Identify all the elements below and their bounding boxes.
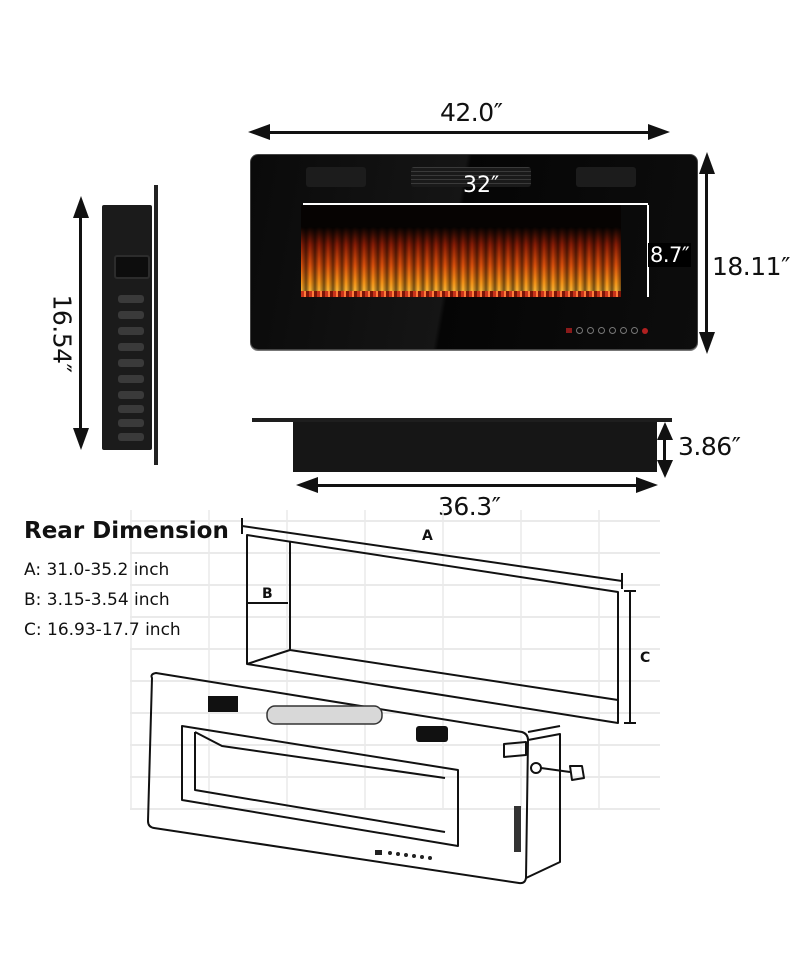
fireplace-front-panel: 32″	[250, 154, 698, 350]
vent-slot	[118, 359, 144, 367]
arrow-up-icon	[73, 196, 89, 218]
value-c: 16.93-17.7 inch	[47, 620, 181, 640]
depth-arrow	[663, 440, 666, 460]
arrow-right-icon	[636, 477, 658, 493]
power-button-icon	[642, 327, 648, 334]
key-c: C:	[24, 620, 42, 640]
button-icon	[587, 327, 594, 334]
rear-dimension-a: A: 31.0-35.2 inch	[24, 560, 169, 580]
value-b: 3.15-3.54 inch	[46, 590, 170, 610]
label-a: A	[422, 528, 433, 544]
display-icon	[566, 328, 572, 333]
rear-dimension-title: Rear Dimension	[24, 518, 229, 544]
top-glass-edge	[252, 418, 672, 422]
right-vent	[576, 167, 636, 187]
vent-slot	[118, 419, 144, 427]
button-icon	[598, 327, 605, 334]
button-icon	[631, 327, 638, 334]
arrow-up-icon	[657, 422, 673, 440]
arrow-left-icon	[248, 124, 270, 140]
center-vent	[411, 167, 531, 187]
vent-slot	[118, 391, 144, 399]
rear-dimension-b: B: 3.15-3.54 inch	[24, 590, 170, 610]
control-buttons-icon	[375, 850, 432, 860]
key-b: B:	[24, 590, 42, 610]
depth-label: 3.86″	[678, 432, 741, 461]
flames	[301, 227, 621, 297]
ember-bed	[301, 291, 621, 297]
overall-height-label: 18.11″	[712, 252, 790, 281]
vent-slot	[118, 311, 144, 319]
arrow-up-icon	[699, 152, 715, 174]
arrow-left-icon	[296, 477, 318, 493]
side-height-arrow	[79, 218, 82, 428]
arrow-down-icon	[73, 428, 89, 450]
button-icon	[576, 327, 583, 334]
handle-recess	[114, 255, 150, 279]
key-a: A:	[24, 560, 42, 580]
vent-slot	[118, 433, 144, 441]
heater-vent-icon	[266, 705, 383, 725]
recess-installation-diagram: A B C	[147, 518, 650, 885]
side-body	[102, 205, 152, 450]
wall-plate	[154, 185, 158, 465]
body-width-arrow	[318, 484, 636, 487]
vent-slot	[118, 405, 144, 413]
vent-slot	[118, 375, 144, 383]
vent-slot	[118, 343, 144, 351]
top-body	[293, 422, 657, 472]
button-icon	[609, 327, 616, 334]
value-a: 31.0-35.2 inch	[46, 560, 170, 580]
side-height-label: 16.54″	[47, 294, 77, 373]
rear-dimension-c: C: 16.93-17.7 inch	[24, 620, 181, 640]
fireplace-side-panel	[100, 185, 160, 465]
button-icon	[620, 327, 627, 334]
overall-width-label: 42.0″	[440, 98, 503, 127]
viewing-width-label: 32″	[463, 173, 500, 198]
left-speaker-icon	[208, 696, 238, 712]
label-c: C	[640, 650, 650, 666]
vent-slot	[118, 295, 144, 303]
arrow-down-icon	[657, 460, 673, 478]
vent-slot	[118, 327, 144, 335]
width-dimension-arrow	[270, 131, 648, 134]
flame-window	[301, 205, 621, 297]
control-panel	[566, 327, 648, 334]
right-speaker-icon	[416, 726, 448, 742]
viewing-width-arrow	[303, 203, 648, 205]
height-dimension-arrow	[705, 172, 708, 332]
viewing-height-label: 8.7″	[648, 243, 692, 267]
label-b: B	[262, 586, 273, 602]
arrow-down-icon	[699, 332, 715, 354]
side-vent-icon	[514, 806, 521, 852]
left-vent	[306, 167, 366, 187]
arrow-right-icon	[648, 124, 670, 140]
